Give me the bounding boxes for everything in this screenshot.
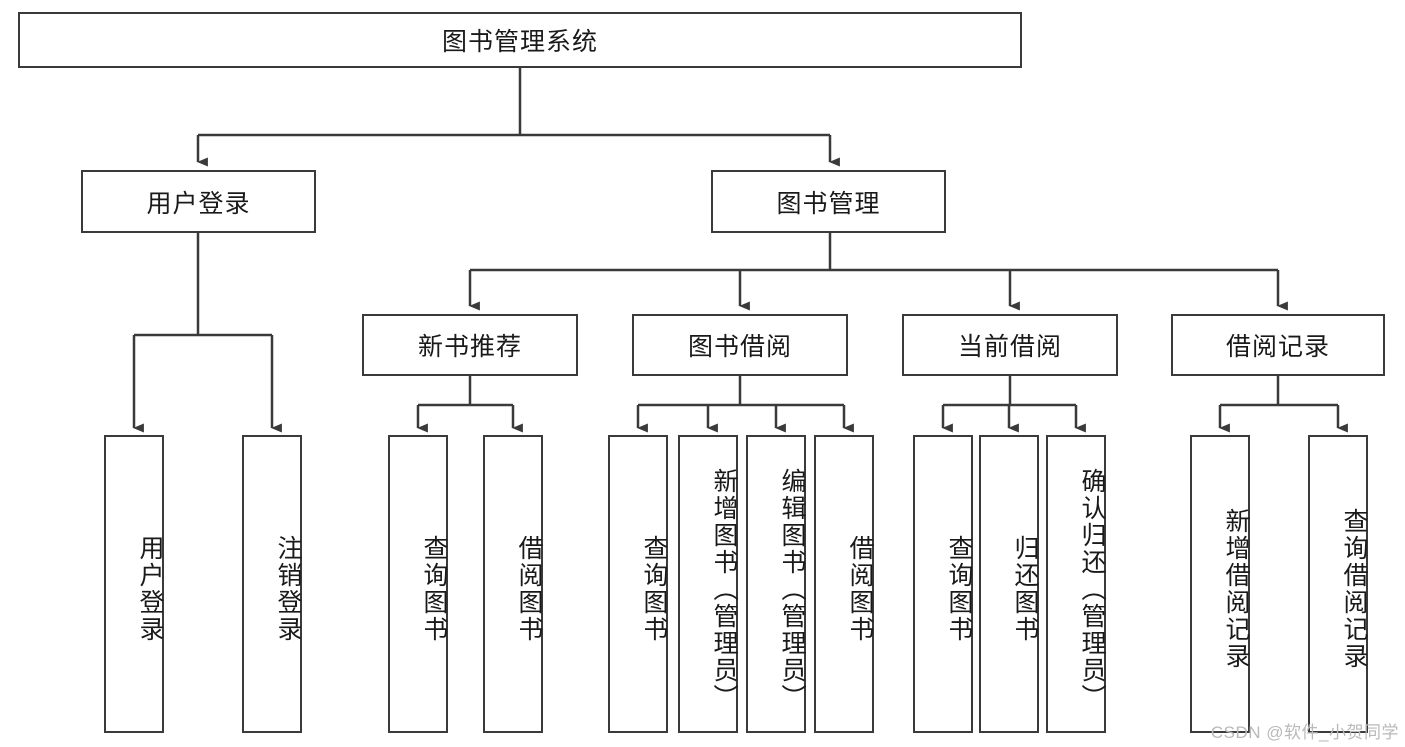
node-leaf-user-login[interactable]: 用户登录 <box>104 435 164 733</box>
node-book-borrow-label: 图书借阅 <box>687 333 792 361</box>
node-new-book-recommend[interactable]: 新书推荐 <box>362 314 578 376</box>
node-user-login[interactable]: 用户登录 <box>81 170 316 233</box>
csdn-watermark: CSDN @软件_小贺同学 <box>1210 723 1399 742</box>
node-leaf-confirm-return[interactable]: 确认归还（管理员） <box>1046 435 1106 733</box>
node-root[interactable]: 图书管理系统 <box>18 12 1022 68</box>
node-leaf-confirm-return-label: 确认归还（管理员） <box>1078 467 1106 711</box>
node-leaf-add-record-label: 新增借阅记录 <box>1222 508 1250 670</box>
node-leaf-query-book-2-label: 查询图书 <box>640 535 668 643</box>
node-leaf-user-logout-label: 注销登录 <box>274 535 302 643</box>
node-leaf-query-book-2[interactable]: 查询图书 <box>608 435 668 733</box>
node-leaf-query-book-1[interactable]: 查询图书 <box>388 435 448 733</box>
node-current-borrow-label: 当前借阅 <box>957 333 1062 361</box>
node-borrow-record-label: 借阅记录 <box>1225 333 1330 361</box>
node-leaf-query-book-3-label: 查询图书 <box>945 535 973 643</box>
node-leaf-add-record[interactable]: 新增借阅记录 <box>1190 435 1250 733</box>
node-leaf-edit-book[interactable]: 编辑图书（管理员） <box>746 435 806 733</box>
node-leaf-add-book[interactable]: 新增图书（管理员） <box>678 435 738 733</box>
node-leaf-borrow-book-1[interactable]: 借阅图书 <box>483 435 543 733</box>
node-user-login-label: 用户登录 <box>146 189 251 218</box>
node-leaf-borrow-book-2-label: 借阅图书 <box>846 535 874 643</box>
node-root-label: 图书管理系统 <box>441 28 598 56</box>
node-leaf-query-record[interactable]: 查询借阅记录 <box>1308 435 1368 733</box>
node-leaf-borrow-book-1-label: 借阅图书 <box>515 535 543 643</box>
node-leaf-user-logout[interactable]: 注销登录 <box>242 435 302 733</box>
node-borrow-record[interactable]: 借阅记录 <box>1171 314 1385 376</box>
node-leaf-borrow-book-2[interactable]: 借阅图书 <box>814 435 874 733</box>
node-leaf-return-book-label: 归还图书 <box>1011 535 1039 643</box>
node-leaf-query-book-3[interactable]: 查询图书 <box>913 435 973 733</box>
node-leaf-edit-book-label: 编辑图书（管理员） <box>778 467 806 711</box>
node-new-book-recommend-label: 新书推荐 <box>417 333 522 361</box>
node-leaf-add-book-label: 新增图书（管理员） <box>710 467 738 711</box>
node-leaf-query-book-1-label: 查询图书 <box>420 535 448 643</box>
node-current-borrow[interactable]: 当前借阅 <box>902 314 1118 376</box>
node-book-manage-label: 图书管理 <box>776 189 881 218</box>
node-book-borrow[interactable]: 图书借阅 <box>632 314 848 376</box>
node-leaf-return-book[interactable]: 归还图书 <box>979 435 1039 733</box>
node-leaf-user-login-label: 用户登录 <box>136 535 164 643</box>
node-leaf-query-record-label: 查询借阅记录 <box>1340 508 1368 670</box>
node-book-manage[interactable]: 图书管理 <box>711 170 946 233</box>
